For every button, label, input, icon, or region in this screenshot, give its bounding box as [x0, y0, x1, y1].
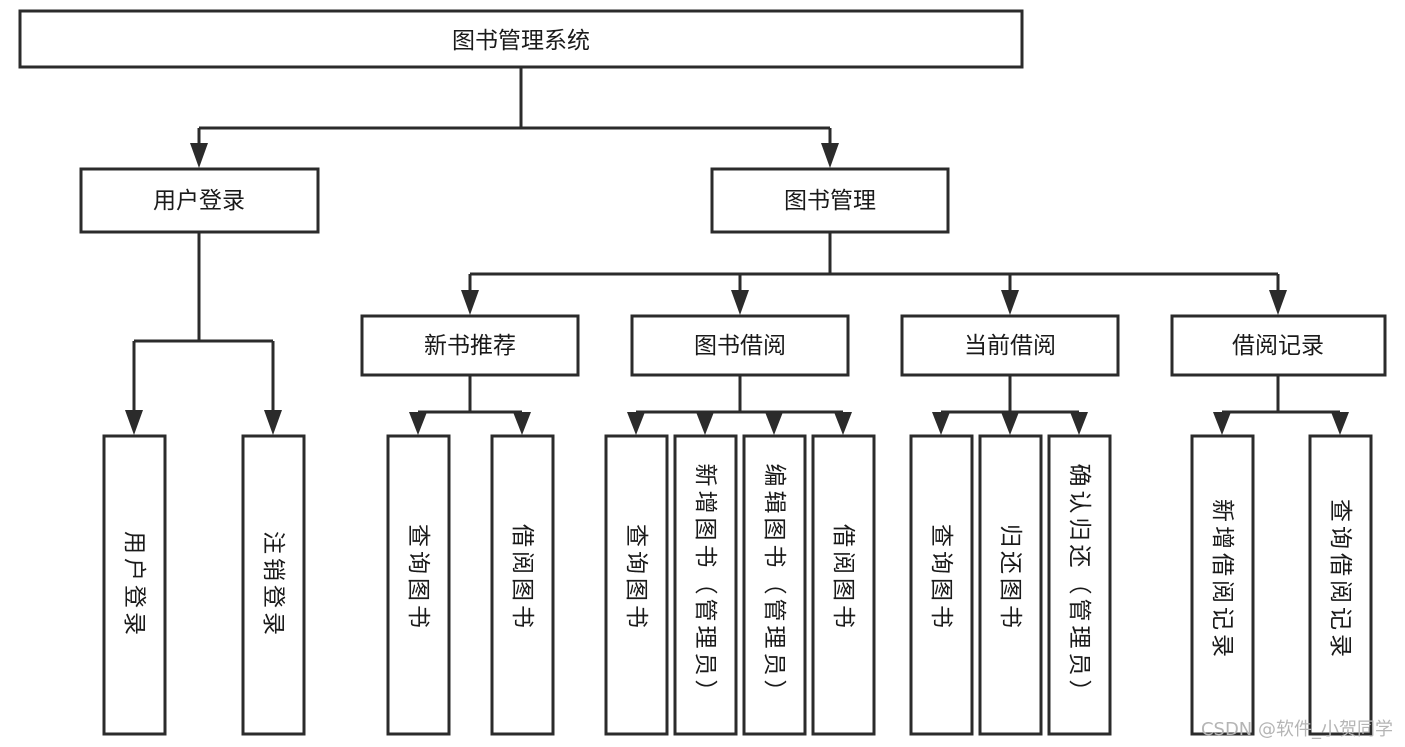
- leaf-query-book-1-box[interactable]: [386, 434, 451, 736]
- node-book-borrow-box[interactable]: [630, 314, 850, 377]
- arrow-leaf-return-book: [1001, 412, 1019, 435]
- arrow-leaf-borrow-book-1: [513, 412, 531, 435]
- node-current-borrow-label: 当前借阅: [964, 333, 1056, 359]
- node-current-borrow[interactable]: 当前借阅: [900, 314, 1120, 377]
- leaf-query-record-box[interactable]: [1308, 434, 1373, 736]
- leaf-borrow-book-2-label: 借阅图书: [830, 524, 856, 632]
- leaf-logout-login-box[interactable]: [241, 434, 306, 736]
- arrow-leaf-query-book-2: [627, 412, 645, 435]
- leaf-query-book-3-box[interactable]: [909, 434, 974, 736]
- arrow-to-new-book-recommend: [461, 290, 479, 315]
- node-root-label: 图书管理系统: [452, 28, 590, 54]
- leaf-add-book-label: 新增图书（管理员）: [692, 464, 718, 707]
- node-borrow-record[interactable]: 借阅记录: [1170, 314, 1387, 377]
- node-book-manage[interactable]: 图书管理: [710, 167, 950, 234]
- leaf-confirm-return-box[interactable]: [1047, 434, 1112, 736]
- leaf-edit-book-box[interactable]: [742, 434, 807, 736]
- leaf-borrow-book-2[interactable]: 借阅图书: [811, 434, 876, 736]
- leaf-return-book-label: 归还图书: [997, 524, 1023, 632]
- node-user-login-box[interactable]: [79, 167, 320, 234]
- leaf-add-record-label: 新增借阅记录: [1209, 499, 1235, 661]
- leaf-user-login[interactable]: 用户登录: [102, 434, 167, 736]
- arrow-to-borrow-record: [1269, 290, 1287, 315]
- leaf-query-book-1[interactable]: 查询图书: [386, 434, 451, 736]
- node-user-login[interactable]: 用户登录: [79, 167, 320, 234]
- node-root-box[interactable]: [18, 9, 1024, 69]
- leaf-confirm-return[interactable]: 确认归还（管理员）: [1047, 434, 1112, 736]
- leaf-edit-book-label: 编辑图书（管理员）: [761, 464, 787, 707]
- node-root[interactable]: 图书管理系统: [18, 9, 1024, 69]
- arrow-leaf-add-record: [1213, 412, 1231, 435]
- leaf-query-book-3-label: 查询图书: [928, 524, 954, 632]
- leaf-query-record[interactable]: 查询借阅记录: [1308, 434, 1373, 736]
- csdn-watermark: CSDN @软件_小贺同学: [1200, 719, 1393, 740]
- arrow-leaf-query-book-1: [409, 412, 427, 435]
- node-new-book-recommend-label: 新书推荐: [424, 333, 516, 359]
- leaf-edit-book[interactable]: 编辑图书（管理员）: [742, 434, 807, 736]
- node-book-borrow-label: 图书借阅: [694, 333, 786, 359]
- arrow-leaf-user-login: [125, 410, 143, 435]
- arrow-leaf-query-book-3: [932, 412, 950, 435]
- leaf-logout-login[interactable]: 注销登录: [241, 434, 306, 736]
- leaf-user-login-box[interactable]: [102, 434, 167, 736]
- leaf-return-book[interactable]: 归还图书: [978, 434, 1043, 736]
- leaf-borrow-book-1-box[interactable]: [490, 434, 555, 736]
- leaf-query-book-3[interactable]: 查询图书: [909, 434, 974, 736]
- leaf-query-record-label: 查询借阅记录: [1327, 499, 1353, 661]
- leaf-add-book-box[interactable]: [673, 434, 738, 736]
- arrow-leaf-query-record: [1331, 412, 1349, 435]
- node-book-borrow[interactable]: 图书借阅: [630, 314, 850, 377]
- leaf-query-book-2[interactable]: 查询图书: [604, 434, 669, 736]
- leaf-return-book-box[interactable]: [978, 434, 1043, 736]
- leaf-logout-login-label: 注销登录: [260, 531, 286, 639]
- node-new-book-recommend-box[interactable]: [360, 314, 580, 377]
- node-borrow-record-label: 借阅记录: [1232, 333, 1324, 359]
- leaf-query-book-2-box[interactable]: [604, 434, 669, 736]
- node-book-manage-box[interactable]: [710, 167, 950, 234]
- arrow-leaf-confirm-return: [1070, 412, 1088, 435]
- arrow-to-user-login: [190, 143, 208, 168]
- arrow-to-book-manage: [821, 143, 839, 168]
- arrow-leaf-edit-book: [765, 412, 783, 435]
- leaf-add-record-box[interactable]: [1190, 434, 1255, 736]
- leaf-confirm-return-label: 确认归还（管理员）: [1066, 464, 1092, 707]
- leaf-user-login-label: 用户登录: [121, 531, 147, 639]
- arrow-to-current-borrow: [1001, 290, 1019, 315]
- leaf-borrow-book-1[interactable]: 借阅图书: [490, 434, 555, 736]
- leaf-borrow-book-2-box[interactable]: [811, 434, 876, 736]
- leaf-add-record[interactable]: 新增借阅记录: [1190, 434, 1255, 736]
- leaf-query-book-1-label: 查询图书: [405, 524, 431, 632]
- node-current-borrow-box[interactable]: [900, 314, 1120, 377]
- leaf-add-book[interactable]: 新增图书（管理员）: [673, 434, 738, 736]
- node-book-manage-label: 图书管理: [784, 188, 876, 214]
- arrow-leaf-logout-login: [264, 410, 282, 435]
- node-borrow-record-box[interactable]: [1170, 314, 1387, 377]
- arrow-leaf-add-book: [696, 412, 714, 435]
- node-new-book-recommend[interactable]: 新书推荐: [360, 314, 580, 377]
- connectors: [125, 67, 1349, 435]
- arrow-to-book-borrow: [731, 290, 749, 315]
- arrow-leaf-borrow-book-2: [834, 412, 852, 435]
- leaf-query-book-2-label: 查询图书: [623, 524, 649, 632]
- leaf-borrow-book-1-label: 借阅图书: [509, 524, 535, 632]
- node-user-login-label: 用户登录: [153, 188, 245, 214]
